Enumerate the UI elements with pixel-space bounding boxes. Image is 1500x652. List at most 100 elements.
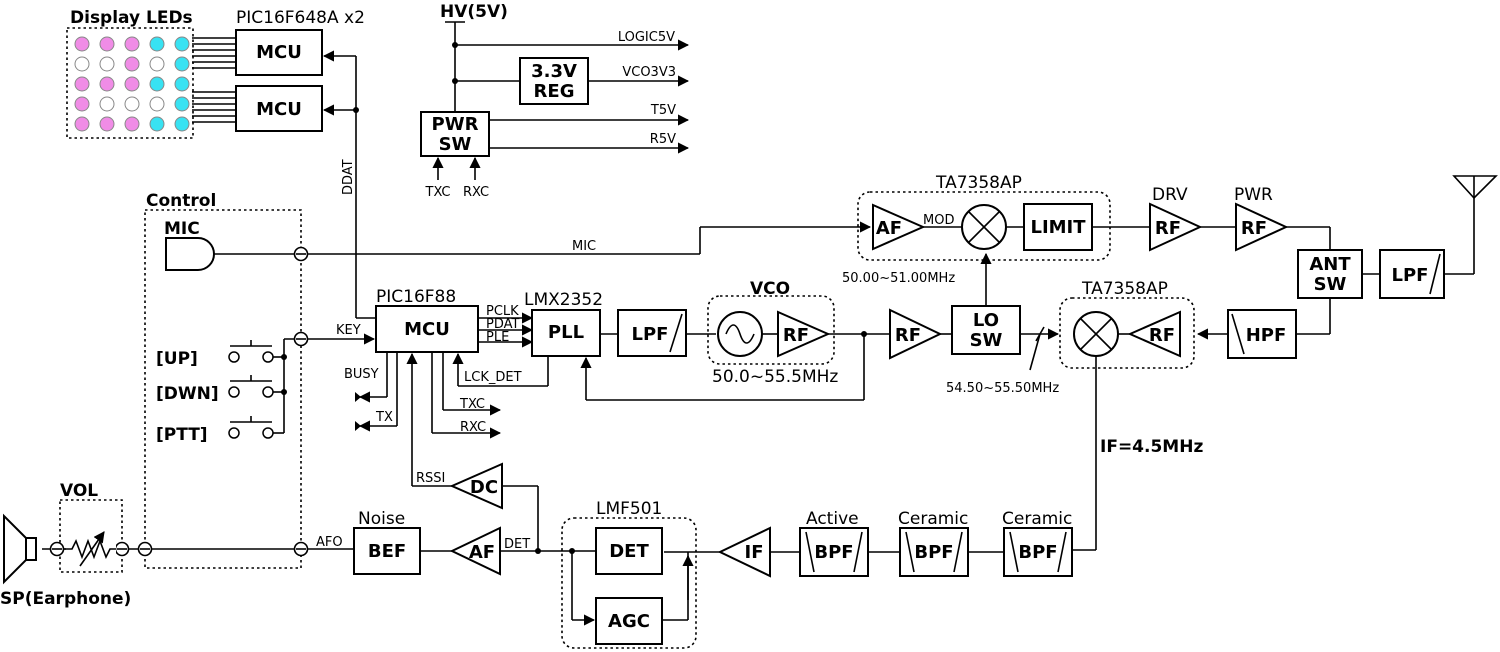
- led-grid: [74, 36, 190, 132]
- svg-text:PLL: PLL: [548, 322, 584, 343]
- svg-text:Active: Active: [806, 509, 859, 529]
- led: [99, 116, 115, 132]
- svg-text:SW: SW: [970, 330, 1003, 351]
- rf-pwr: PWR RF: [1234, 185, 1289, 252]
- r5v-label: R5V: [650, 132, 676, 147]
- ddat-label: DDAT: [341, 159, 356, 195]
- bpf-active: Active BPF: [799, 509, 869, 577]
- vco-range-label: 50.0~55.5MHz: [712, 367, 838, 387]
- svg-text:BPF: BPF: [814, 542, 853, 563]
- svg-text:MCU: MCU: [256, 99, 302, 120]
- ddat-line: DDAT: [322, 50, 376, 319]
- up-label: [UP]: [156, 349, 198, 369]
- led-bus: [192, 37, 236, 123]
- lpf-pll: LPF: [617, 309, 687, 357]
- mod-label: MOD: [923, 213, 954, 228]
- tx-label: TX: [375, 410, 393, 425]
- lck-det-label: LCK_DET: [464, 370, 522, 385]
- led: [174, 116, 190, 132]
- led: [124, 116, 140, 132]
- led: [149, 96, 165, 112]
- dwn-label: [DWN]: [156, 384, 219, 404]
- ant-sw-block: ANT SW: [1297, 249, 1363, 299]
- svg-text:RF: RF: [1155, 218, 1181, 239]
- led: [149, 116, 165, 132]
- mic-line-label: MIC: [572, 239, 596, 254]
- led: [74, 76, 90, 92]
- vol-control: VOL: [49, 481, 130, 573]
- svg-text:3.3V: 3.3V: [531, 61, 577, 82]
- led: [74, 96, 90, 112]
- t5v-label: T5V: [650, 103, 676, 118]
- svg-text:AF: AF: [469, 542, 495, 563]
- svg-text:BPF: BPF: [914, 542, 953, 563]
- afo-label: AFO: [316, 535, 343, 550]
- svg-text:RF: RF: [1241, 218, 1267, 239]
- svg-text:RF: RF: [1149, 325, 1175, 346]
- dc-amp: DC: [449, 462, 503, 510]
- led: [99, 36, 115, 52]
- rf-lo-amp: RF: [889, 308, 943, 360]
- led: [74, 36, 90, 52]
- led: [149, 76, 165, 92]
- mcu-rxc-label: RXC: [460, 420, 486, 435]
- led: [174, 96, 190, 112]
- svg-text:LO: LO: [973, 310, 999, 331]
- ta-bottom-label: TA7358AP: [1081, 279, 1168, 299]
- ple-label: PLE: [486, 330, 509, 345]
- led: [74, 56, 90, 72]
- svg-text:BEF: BEF: [368, 541, 406, 562]
- svg-text:HPF: HPF: [1246, 325, 1287, 346]
- svg-text:AF: AF: [876, 218, 902, 239]
- pic-display-label: PIC16F648A x2: [236, 8, 365, 28]
- busy-label: BUSY: [344, 367, 379, 382]
- ptt-label: [PTT]: [156, 425, 208, 445]
- svg-text:MCU: MCU: [404, 319, 450, 340]
- lmx-label: LMX2352: [524, 290, 603, 310]
- mcu-display-2: MCU: [235, 85, 323, 132]
- ta-top-module: TA7358AP AF MOD LIMIT: [857, 173, 1111, 261]
- status-leds: BUSY TX: [344, 352, 398, 432]
- lmf-module: LMF501 DET AGC: [561, 499, 697, 649]
- svg-text:Ceramic: Ceramic: [1002, 509, 1072, 529]
- key-label: KEY: [336, 323, 361, 338]
- mic-label: MIC: [164, 219, 200, 239]
- mic-icon: [165, 237, 215, 271]
- power-section: HV(5V) LOGIC5V 3.3V REG VCO3V3 PWR SW T5…: [420, 2, 690, 200]
- svg-text:SW: SW: [439, 134, 472, 155]
- led: [99, 76, 115, 92]
- det-line-label: DET: [504, 537, 530, 552]
- led: [124, 56, 140, 72]
- mcu-txc-rxc: TXC RXC: [431, 352, 502, 439]
- svg-text:Noise: Noise: [358, 509, 405, 529]
- rssi-label: RSSI: [416, 471, 445, 486]
- hv-label: HV(5V): [440, 2, 508, 22]
- led: [174, 76, 190, 92]
- bpf-ceramic-2: Ceramic BPF: [1002, 509, 1073, 577]
- svg-text:REG: REG: [534, 81, 575, 102]
- svg-text:RF: RF: [783, 325, 809, 346]
- svg-text:DRV: DRV: [1152, 185, 1188, 205]
- svg-text:IF: IF: [745, 542, 764, 563]
- mcu-display-1: MCU: [235, 29, 323, 76]
- svg-text:LPF: LPF: [1392, 265, 1429, 286]
- svg-text:Ceramic: Ceramic: [898, 509, 968, 529]
- svg-text:PWR: PWR: [1234, 185, 1273, 205]
- if-freq-label: IF=4.5MHz: [1100, 437, 1203, 457]
- led: [74, 116, 90, 132]
- vco3v3-label: VCO3V3: [622, 65, 676, 80]
- led: [174, 36, 190, 52]
- svg-text:MCU: MCU: [256, 42, 302, 63]
- svg-text:ANT: ANT: [1309, 254, 1351, 275]
- f-tx-label: 50.00~51.00MHz: [842, 271, 955, 286]
- bpf-ceramic-1: Ceramic BPF: [898, 509, 969, 577]
- rf-drv: DRV RF: [1149, 185, 1203, 252]
- sp-label: SP(Earphone): [0, 589, 131, 609]
- svg-text:BPF: BPF: [1018, 542, 1057, 563]
- lmf-label: LMF501: [596, 499, 662, 519]
- vol-label: VOL: [60, 481, 98, 501]
- mcu-txc-label: TXC: [459, 397, 485, 412]
- led: [99, 96, 115, 112]
- txc-label: TXC: [425, 185, 451, 200]
- svg-text:RF: RF: [895, 325, 921, 346]
